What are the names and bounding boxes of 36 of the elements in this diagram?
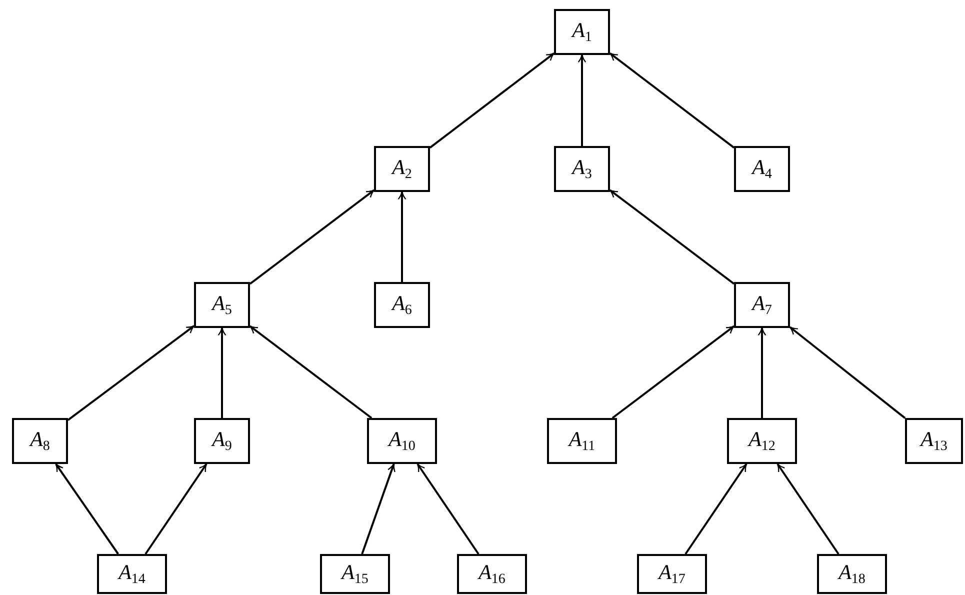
node-label: A$_{18}$ [838, 562, 866, 586]
node-box [637, 554, 707, 594]
node-box [734, 146, 790, 192]
node-box [457, 554, 527, 594]
node-box [194, 282, 250, 328]
node-label: A$_{9}$ [212, 428, 232, 454]
node-label: A$_{7}$ [752, 292, 772, 318]
node-box [320, 554, 390, 594]
node-box [905, 418, 963, 464]
node-label: A$_{14}$ [118, 562, 146, 586]
node-label: A$_{17}$ [658, 562, 686, 586]
node-label: A$_{6}$ [392, 292, 412, 318]
node-box [374, 282, 430, 328]
node-label: A$_{5}$ [212, 292, 232, 318]
node-box [367, 418, 437, 464]
node-label: A$_{16}$ [478, 562, 506, 586]
node-label: A$_{10}$ [388, 428, 416, 454]
node-box [374, 146, 430, 192]
node-box [554, 146, 610, 192]
node-label: A$_{8}$ [30, 428, 50, 454]
node-box [12, 418, 68, 464]
node-label: A$_{15}$ [342, 562, 368, 586]
node-box [194, 418, 250, 464]
node-box [97, 554, 167, 594]
node-box [817, 554, 887, 594]
node-label: A$_{13}$ [920, 428, 948, 454]
node-box [554, 9, 610, 55]
node-box [727, 418, 797, 464]
node-box [547, 418, 617, 464]
node-box [734, 282, 790, 328]
node-label: A$_{4}$ [752, 156, 772, 182]
node-label: A$_{1}$ [572, 20, 592, 44]
node-label: A$_{3}$ [572, 156, 592, 182]
node-label: A$_{11}$ [568, 428, 596, 454]
node-label: A$_{2}$ [392, 156, 412, 182]
node-label: A$_{12}$ [748, 428, 776, 454]
